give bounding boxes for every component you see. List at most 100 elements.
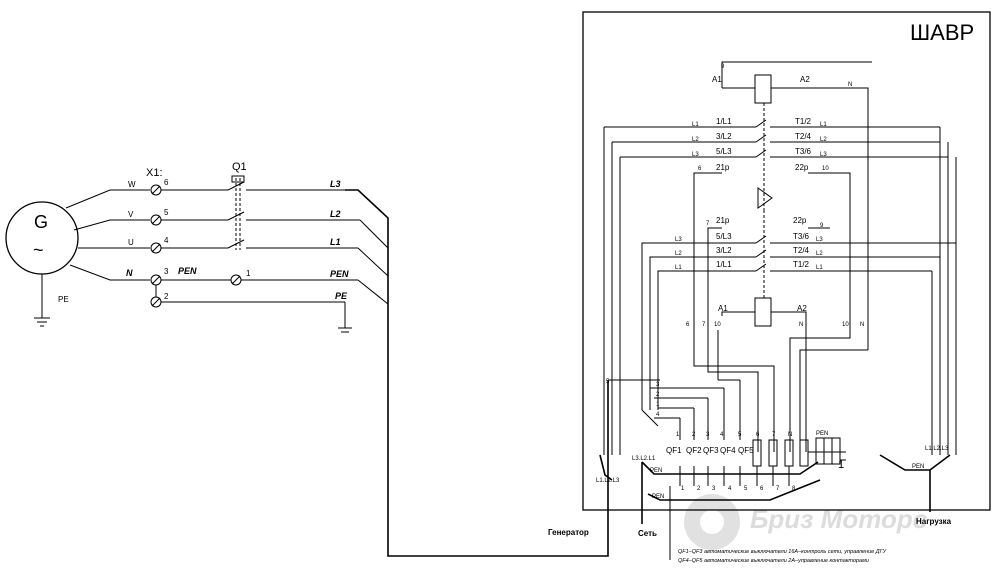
svg-text:5: 5 [738, 432, 742, 438]
svg-text:L3: L3 [675, 237, 682, 243]
svg-text:2: 2 [692, 432, 696, 438]
svg-text:4: 4 [720, 432, 724, 438]
caption-generator: Генератор [548, 528, 589, 537]
generator-symbol: G [34, 212, 48, 232]
svg-text:4: 4 [656, 412, 660, 418]
svg-text:L1: L1 [675, 265, 682, 271]
coil-a1-top: A1 [712, 75, 722, 84]
qf2-label: QF2 [686, 446, 702, 455]
svg-text:L3: L3 [692, 152, 699, 158]
output-pen: PEN [330, 269, 349, 279]
qf4-label: QF4 [720, 446, 736, 455]
svg-text:1: 1 [681, 486, 685, 492]
output-l1: L1 [330, 237, 341, 247]
svg-text:2: 2 [697, 486, 701, 492]
terminal: 2 [150, 292, 169, 308]
svg-text:T2/4: T2/4 [795, 132, 812, 141]
svg-text:7: 7 [776, 486, 780, 492]
coil-a1-bottom: A1 [718, 304, 728, 313]
svg-text:PEN: PEN [912, 464, 924, 470]
svg-text:22p: 22p [795, 163, 809, 172]
svg-text:T1/2: T1/2 [793, 260, 810, 269]
terminal: 4 [150, 236, 169, 254]
svg-text:N: N [848, 82, 852, 88]
svg-text:6: 6 [686, 322, 690, 328]
wire-n: N [126, 268, 133, 278]
breaker-name: Q1 [232, 161, 247, 173]
svg-text:L2: L2 [816, 251, 823, 257]
qf-group: 3 2 1 4 1 2 3 4 5 6 7 N QF1 QF2 QF3 QF4 … [632, 379, 846, 560]
generator-wires: W V U N [65, 180, 150, 281]
svg-text:L1: L1 [816, 265, 823, 271]
svg-text:T3/6: T3/6 [795, 147, 812, 156]
svg-text:5: 5 [744, 486, 748, 492]
note-1: QF1–QF3 автоматические выключатели 16А–к… [678, 549, 887, 555]
svg-text:L3: L3 [816, 237, 823, 243]
svg-text:9: 9 [820, 223, 824, 229]
svg-text:4: 4 [728, 486, 732, 492]
svg-text:21p: 21p [716, 163, 730, 172]
svg-text:3/L2: 3/L2 [716, 246, 732, 255]
terminal-block-name: X1: [146, 167, 163, 179]
svg-text:3: 3 [712, 486, 716, 492]
svg-text:5: 5 [606, 379, 610, 385]
qf5-label: QF5 [738, 446, 754, 455]
svg-text:3: 3 [164, 267, 169, 276]
svg-text:1: 1 [676, 432, 680, 438]
terminal: 6 [150, 178, 169, 196]
svg-text:1: 1 [838, 459, 844, 471]
svg-text:7: 7 [772, 432, 776, 438]
svg-text:PEN: PEN [650, 468, 662, 474]
generator: G ~ PE [5, 201, 79, 327]
svg-text:L1.L2.L3: L1.L2.L3 [596, 478, 620, 484]
cabinet: ШАВР [582, 11, 991, 511]
watermark: Бриз Моторс [684, 494, 928, 550]
generator-cable: Генератор [345, 189, 609, 557]
generator-outputs: L3 L2 L1 PEN PE [330, 179, 352, 333]
svg-text:5/L3: 5/L3 [716, 232, 732, 241]
svg-text:L2: L2 [675, 251, 682, 257]
generator-feeders: L1.L2.L3 5 [596, 127, 660, 484]
svg-text:L3: L3 [820, 152, 827, 158]
svg-text:2: 2 [656, 392, 660, 398]
svg-text:L1: L1 [692, 122, 699, 128]
svg-text:L2: L2 [692, 137, 699, 143]
terminal: 5 [150, 208, 169, 226]
output-l2: L2 [330, 209, 341, 219]
wire-w: W [128, 180, 136, 189]
svg-text:L2: L2 [820, 137, 827, 143]
svg-text:PEN: PEN [816, 431, 828, 437]
svg-text:L3.L2.L1: L3.L2.L1 [632, 456, 656, 462]
svg-text:10: 10 [714, 322, 721, 328]
contactor-bottom: 7 21p 22p 9 5/L3 3/L2 1/L1 T3/6 T2/4 T1/… [641, 210, 956, 452]
svg-text:N: N [788, 432, 792, 438]
svg-text:T2/4: T2/4 [793, 246, 810, 255]
terminal: 3 PEN [150, 266, 197, 286]
caption-mains: Сеть [638, 529, 657, 538]
svg-text:L1.L2.L3: L1.L2.L3 [925, 446, 949, 452]
svg-text:T1/2: T1/2 [795, 117, 812, 126]
svg-text:21p: 21p [716, 216, 730, 225]
svg-text:PEN: PEN [652, 494, 664, 500]
wire-u: U [128, 238, 134, 247]
svg-text:7: 7 [706, 221, 710, 227]
svg-text:6: 6 [760, 486, 764, 492]
svg-text:PEN: PEN [178, 266, 197, 276]
svg-text:4: 4 [164, 236, 169, 245]
qf1-label: QF1 [666, 446, 682, 455]
svg-text:7: 7 [702, 322, 706, 328]
caption-load: Нагрузка [916, 517, 952, 526]
svg-text:3/L2: 3/L2 [716, 132, 732, 141]
wire-v: V [128, 210, 134, 219]
svg-text:6: 6 [756, 432, 760, 438]
svg-text:8: 8 [792, 486, 796, 492]
coil-a2-top: A2 [800, 75, 810, 84]
generator-pe-label: PE [58, 295, 69, 304]
output-l3: L3 [330, 179, 341, 189]
svg-text:1: 1 [656, 402, 660, 408]
generator-wave: ~ [33, 240, 44, 260]
notes: QF1–QF3 автоматические выключатели 16А–к… [678, 549, 887, 564]
svg-text:3: 3 [656, 382, 660, 388]
svg-text:1/L1: 1/L1 [716, 260, 732, 269]
